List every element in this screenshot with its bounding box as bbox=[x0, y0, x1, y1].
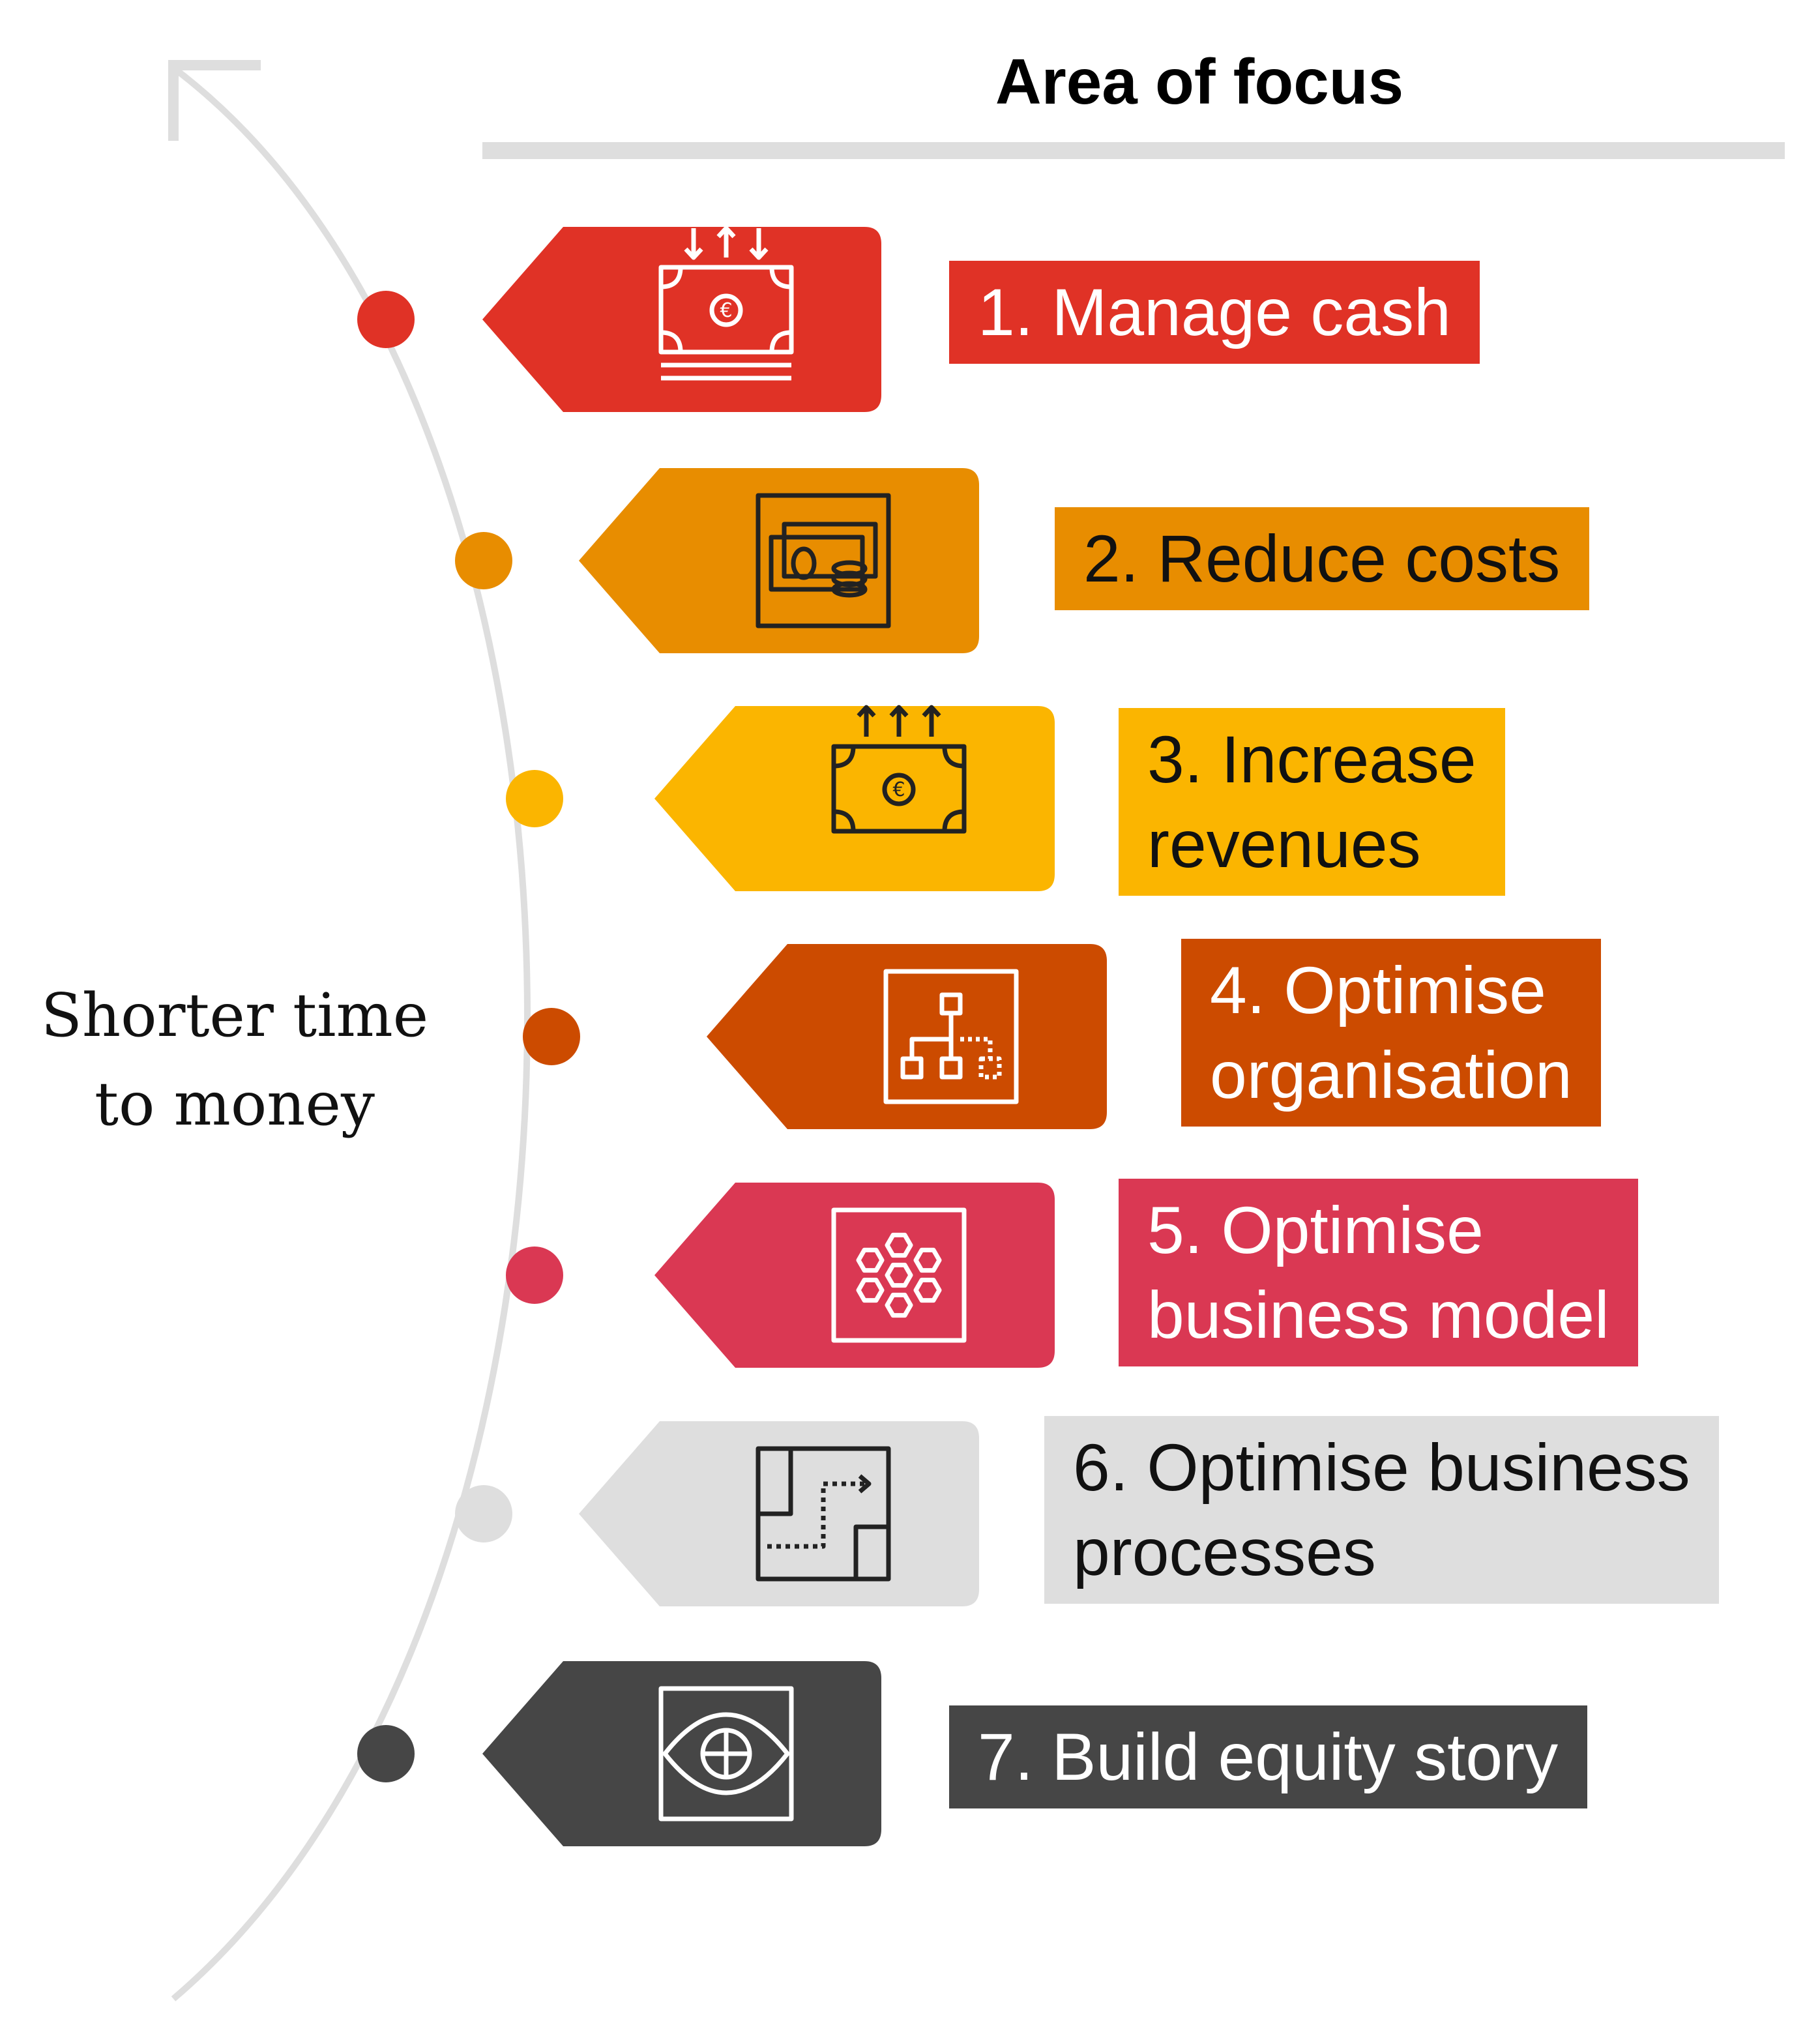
item-tag bbox=[482, 227, 881, 412]
cash-arrows-euro-icon: € bbox=[658, 226, 794, 381]
money-coins-icon bbox=[756, 493, 891, 628]
item-label-line: revenues bbox=[1147, 807, 1421, 881]
timeline-dot bbox=[357, 1725, 415, 1782]
item-tag bbox=[654, 706, 1055, 891]
item-label-background bbox=[1119, 1273, 1638, 1366]
timeline-dot bbox=[455, 1485, 512, 1542]
timeline-dot bbox=[523, 1008, 580, 1065]
item-label-background bbox=[1044, 1510, 1719, 1604]
item-label-optimise-business-processes: 6. Optimise business processes bbox=[1044, 1416, 1719, 1604]
item-label-background bbox=[949, 261, 1480, 364]
item-label-background bbox=[949, 1705, 1587, 1808]
item-label-line: organisation bbox=[1210, 1038, 1572, 1112]
eye-target-icon bbox=[658, 1686, 794, 1822]
timeline-dot bbox=[357, 291, 415, 348]
item-label-increase-revenues: 3. Increase revenues bbox=[1119, 708, 1505, 896]
item-label-background bbox=[1055, 507, 1589, 610]
cash-up-arrows-euro-icon: € bbox=[831, 705, 967, 834]
timeline-dot bbox=[506, 770, 563, 827]
item-label-reduce-costs: 2. Reduce costs bbox=[1055, 507, 1589, 610]
timeline-dot bbox=[455, 532, 512, 589]
svg-text:€: € bbox=[720, 299, 732, 322]
axis-arrowhead-icon bbox=[168, 60, 261, 141]
org-chart-icon bbox=[883, 969, 1019, 1104]
axis-label-line-1: Shorter time bbox=[40, 981, 429, 1050]
item-label-background bbox=[1181, 1033, 1601, 1127]
item-label-manage-cash: 1. Manage cash bbox=[949, 261, 1480, 364]
process-path-icon bbox=[756, 1446, 891, 1582]
axis-label-line-2: to money bbox=[95, 1069, 375, 1139]
item-label-line: 2. Reduce costs bbox=[1083, 522, 1561, 596]
hexagon-network-icon bbox=[831, 1207, 967, 1343]
page-title: Area of focus bbox=[995, 46, 1404, 117]
item-label-line: 4. Optimise bbox=[1210, 953, 1546, 1027]
item-label-background bbox=[1044, 1416, 1719, 1510]
header-underline bbox=[482, 142, 1785, 159]
item-label-optimise-organisation: 4. Optimise organisation bbox=[1181, 939, 1601, 1127]
item-label-line: 3. Increase bbox=[1147, 722, 1476, 797]
timeline-dot bbox=[506, 1247, 563, 1304]
item-label-optimise-business-model: 5. Optimise business model bbox=[1119, 1179, 1638, 1366]
svg-text:€: € bbox=[892, 778, 905, 801]
item-label-line: processes bbox=[1073, 1515, 1376, 1589]
item-label-line: 7. Build equity story bbox=[978, 1720, 1559, 1794]
axis-label: Shorter time to money bbox=[26, 971, 443, 1149]
item-tag bbox=[707, 944, 1107, 1129]
item-label-line: business model bbox=[1147, 1278, 1609, 1352]
item-label-line: 6. Optimise business bbox=[1073, 1430, 1690, 1505]
item-label-background bbox=[1181, 939, 1601, 1033]
item-label-background bbox=[1119, 708, 1505, 802]
item-label-background bbox=[1119, 1179, 1638, 1273]
item-tag bbox=[482, 1661, 881, 1846]
item-label-line: 5. Optimise bbox=[1147, 1193, 1484, 1267]
item-tag bbox=[579, 468, 979, 653]
item-label-build-equity-story: 7. Build equity story bbox=[949, 1705, 1587, 1808]
item-label-line: 1. Manage cash bbox=[978, 275, 1451, 349]
item-label-background bbox=[1119, 802, 1505, 896]
item-tag bbox=[654, 1183, 1055, 1368]
